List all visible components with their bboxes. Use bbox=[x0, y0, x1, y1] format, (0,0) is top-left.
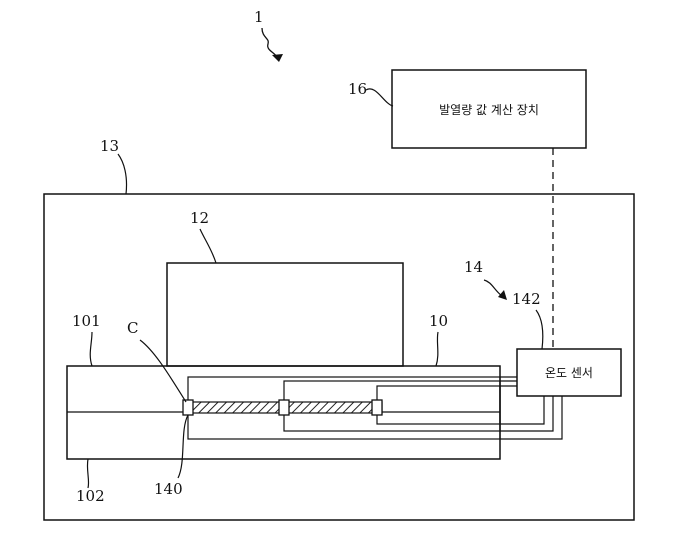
calc-device-leader bbox=[366, 89, 393, 106]
body-leader bbox=[436, 332, 438, 366]
upper-block-box bbox=[167, 263, 403, 366]
sensor-group-ref-label: 14 bbox=[464, 258, 483, 276]
point-ref-label: C bbox=[127, 319, 138, 337]
point-leader bbox=[140, 340, 186, 402]
calc-device-text: 발열량 값 계산 장치 bbox=[439, 103, 539, 117]
sensor-group-arrowhead bbox=[498, 290, 507, 300]
calc-device-ref-label: 16 bbox=[348, 80, 367, 98]
body-ref-label: 10 bbox=[429, 312, 448, 330]
sensor-ref-label: 142 bbox=[512, 290, 541, 308]
system-ref-label: 1 bbox=[254, 8, 264, 26]
upper-block-leader bbox=[200, 229, 216, 263]
temperature-sensor-text: 온도 센서 bbox=[545, 366, 593, 380]
enclosure-leader bbox=[118, 154, 127, 194]
upper-block-ref-label: 12 bbox=[190, 209, 209, 227]
sensor-group-leader bbox=[484, 280, 502, 296]
upper-plate-leader bbox=[90, 332, 92, 366]
probe-ref-label: 140 bbox=[154, 480, 183, 498]
sensor-leader bbox=[536, 310, 543, 349]
wire-bottom-2 bbox=[500, 396, 553, 431]
channel-inner bbox=[377, 386, 500, 424]
lower-plate-ref-label: 102 bbox=[76, 487, 105, 505]
probe-leader bbox=[178, 415, 188, 478]
enclosure-ref-label: 13 bbox=[100, 137, 119, 155]
system-ref-arrowhead bbox=[272, 54, 283, 62]
probe-node-3 bbox=[372, 400, 382, 415]
upper-plate-ref-label: 101 bbox=[72, 312, 101, 330]
lower-plate-leader bbox=[87, 459, 88, 488]
wire-bottom-1 bbox=[500, 396, 544, 424]
system-ref-leader bbox=[262, 28, 278, 58]
probe-node-1 bbox=[183, 400, 193, 415]
probe-node-2 bbox=[279, 400, 289, 415]
